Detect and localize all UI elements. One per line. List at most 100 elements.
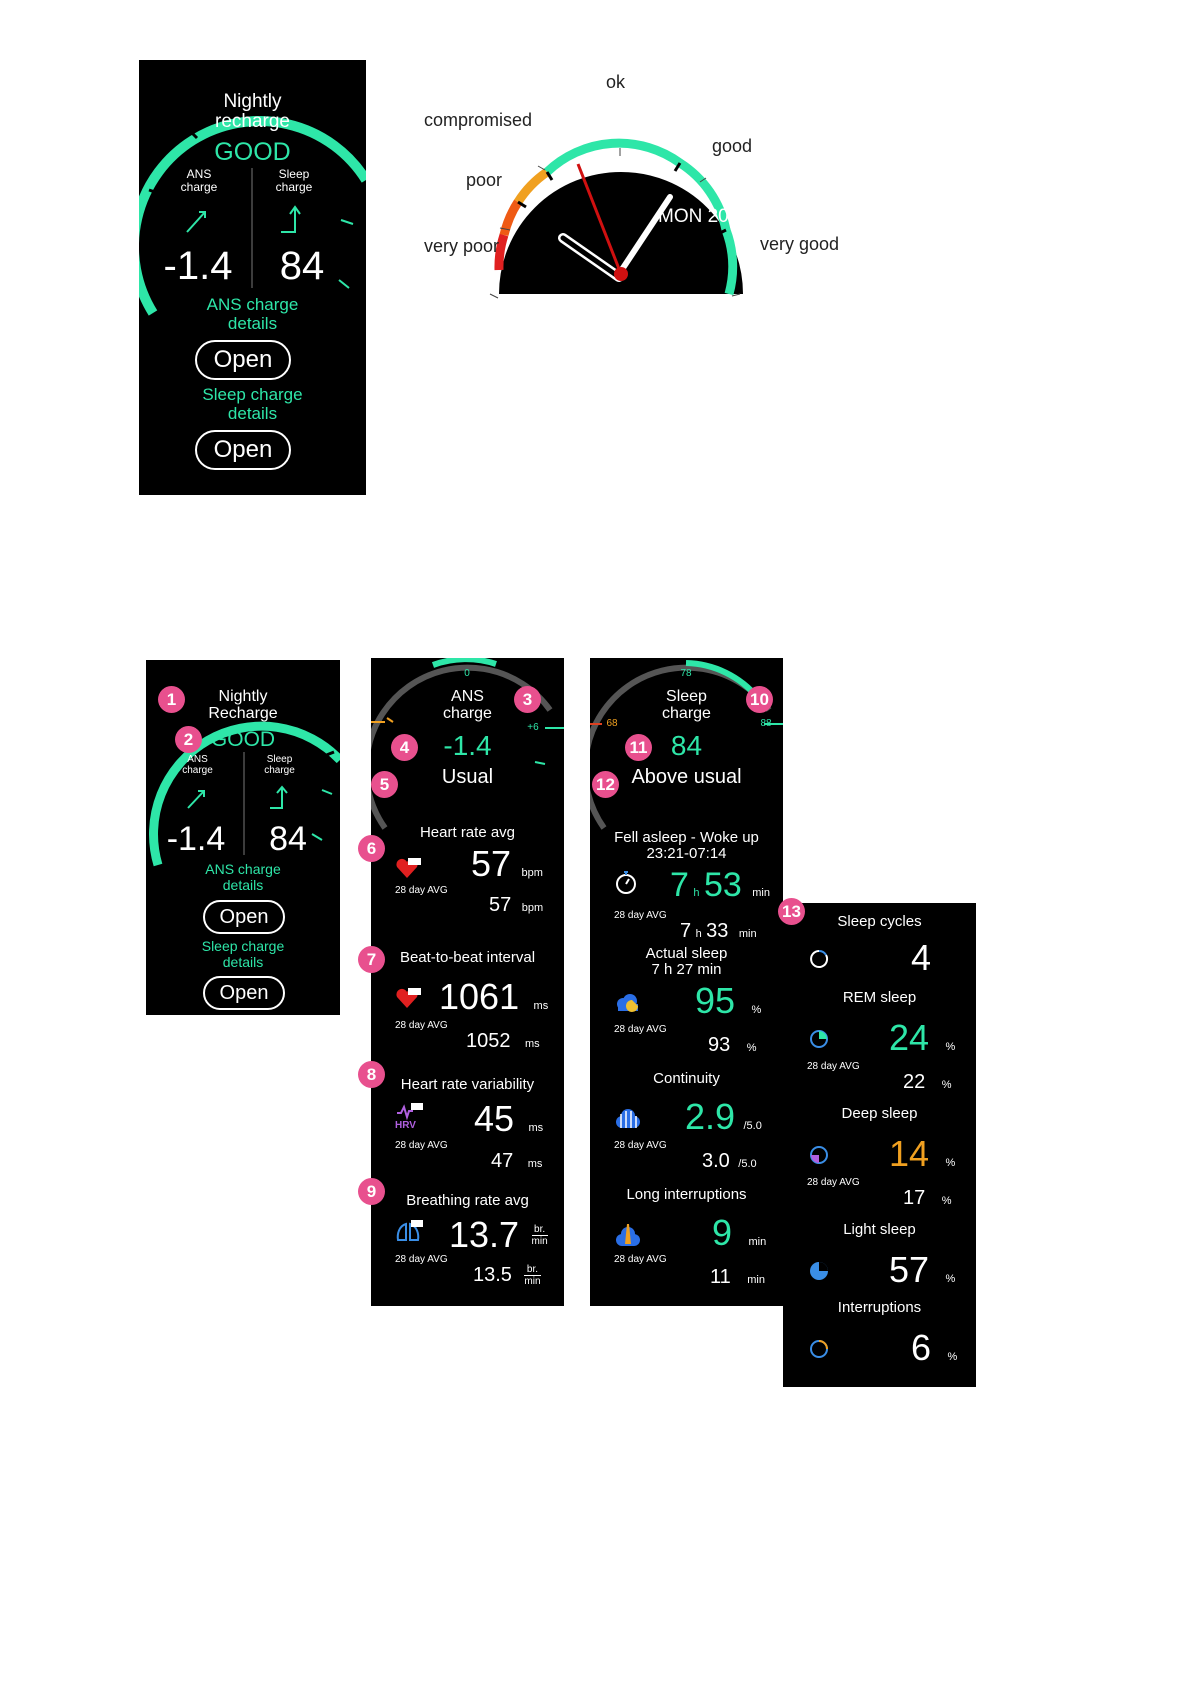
avg-label: 28 day AVG [395, 1020, 448, 1031]
gauge-legend: very poor poor compromised ok good very … [420, 60, 860, 300]
ans-charge-value: -1.4 [163, 244, 233, 288]
sleep-charge-value: 84 [279, 244, 325, 288]
interruptions-icon [616, 1224, 640, 1246]
deep-title: Deep sleep [841, 1105, 918, 1122]
sleep-details-open-button[interactable]: Open [195, 430, 291, 470]
interruptions-unit: % [947, 1351, 958, 1363]
sleep-details-open-button[interactable]: Open [203, 976, 285, 1010]
hr-value-row: 57 bpm [471, 843, 543, 885]
level-good: good [712, 136, 753, 156]
avg-label: 28 day AVG [614, 1024, 667, 1035]
actual-pct-row: 95 % [695, 980, 761, 1022]
ans-details-open-button[interactable]: Open [203, 900, 285, 934]
actual-avg-unit: % [746, 1042, 757, 1054]
top-recharge-arc [139, 62, 366, 316]
sleep-panel-value: 84 [670, 730, 703, 761]
continuity-title: Continuity [653, 1070, 720, 1087]
long-interruptions-title: Long interruptions [626, 1186, 747, 1203]
sleep-cycles-title: Sleep cycles [837, 913, 922, 930]
light-unit: % [945, 1273, 956, 1285]
interruptions-pie-icon [810, 1340, 828, 1358]
sleep-charge-value: 84 [269, 820, 307, 858]
badge-6: 6 [358, 835, 385, 862]
hrv-avg-value: 47 [491, 1150, 514, 1172]
avg-label: 28 day AVG [395, 1254, 448, 1265]
continuity-avg-row: 3.0 /5.0 [702, 1150, 757, 1173]
badge-9: 9 [358, 1178, 385, 1205]
badge-1: 1 [158, 686, 185, 713]
badge-10: 10 [746, 686, 773, 713]
long-interruptions-value: 9 [712, 1212, 733, 1253]
badge-11: 11 [625, 734, 652, 761]
level-poor: poor [466, 170, 503, 190]
avg-label: 28 day AVG [807, 1061, 860, 1072]
br-avg-unit: br.min [524, 1264, 541, 1287]
deep-avg-row: 17 % [903, 1187, 951, 1210]
avg-label: 28 day AVG [614, 1140, 667, 1151]
long-interruptions-avg-unit: min [747, 1274, 765, 1286]
ans-panel-status: Usual [441, 766, 494, 788]
hrv-value-row: 45 ms [474, 1098, 543, 1140]
level-very-poor: very poor [424, 236, 500, 256]
avg-label: 28 day AVG [395, 885, 448, 896]
hr-value: 57 [471, 843, 512, 884]
light-value: 57 [889, 1249, 930, 1290]
ans-details-open-button[interactable]: Open [195, 340, 291, 380]
sleep-cycles-value: 4 [911, 937, 932, 978]
ans-charge-value: -1.4 [166, 820, 226, 858]
heart-avg-icon [396, 858, 421, 878]
sleep-scale-right: 88 [760, 718, 772, 729]
level-very-good: very good [760, 234, 840, 254]
sleep-panel-status: Above usual [631, 766, 742, 788]
duration-h-unit: h [693, 887, 700, 899]
badge-12: 12 [592, 771, 619, 798]
ans-panel-value: -1.4 [443, 730, 492, 761]
watch-gauge [489, 138, 743, 299]
continuity-avg-value: 3.0 [702, 1150, 730, 1172]
continuity-value: 2.9 [685, 1096, 736, 1137]
interruptions-row: 6 % [911, 1327, 957, 1369]
avg-label: 28 day AVG [395, 1140, 448, 1151]
hrv-icon-text: HRV [395, 1120, 416, 1131]
recharge-status: GOOD [210, 728, 276, 751]
sleep-duration-row: 7 h 53 min [670, 866, 770, 905]
duration-avg-h-unit: h [695, 928, 702, 940]
badge-2: 2 [175, 726, 202, 753]
sleep-scale-mid: 78 [680, 668, 692, 679]
rem-avg-unit: % [941, 1079, 952, 1091]
rem-icon [810, 1030, 828, 1048]
interruptions-title: Interruptions [837, 1299, 922, 1316]
btb-avg-unit: ms [524, 1038, 540, 1050]
bottom-recharge-arc [149, 660, 340, 867]
continuity-avg-unit: /5.0 [738, 1158, 757, 1170]
light-row: 57 % [889, 1249, 955, 1291]
rem-title: REM sleep [842, 989, 917, 1006]
actual-avg-row: 93 % [708, 1034, 756, 1057]
hrv-unit: ms [528, 1122, 544, 1134]
duration-avg-minutes: 33 [706, 920, 729, 942]
duration-hours: 7 [670, 866, 689, 904]
sleep-cloud-icon [617, 994, 638, 1012]
hrv-avg-row: 47 ms [491, 1150, 542, 1173]
hrv-title: Heart rate variability [400, 1076, 535, 1093]
interruptions-value: 6 [911, 1327, 932, 1368]
btb-avg-value: 1052 [466, 1030, 511, 1052]
duration-min-unit: min [752, 887, 770, 899]
deep-row: 14 % [889, 1133, 955, 1175]
rem-avg-value: 22 [903, 1071, 926, 1093]
stopwatch-icon [616, 871, 636, 894]
